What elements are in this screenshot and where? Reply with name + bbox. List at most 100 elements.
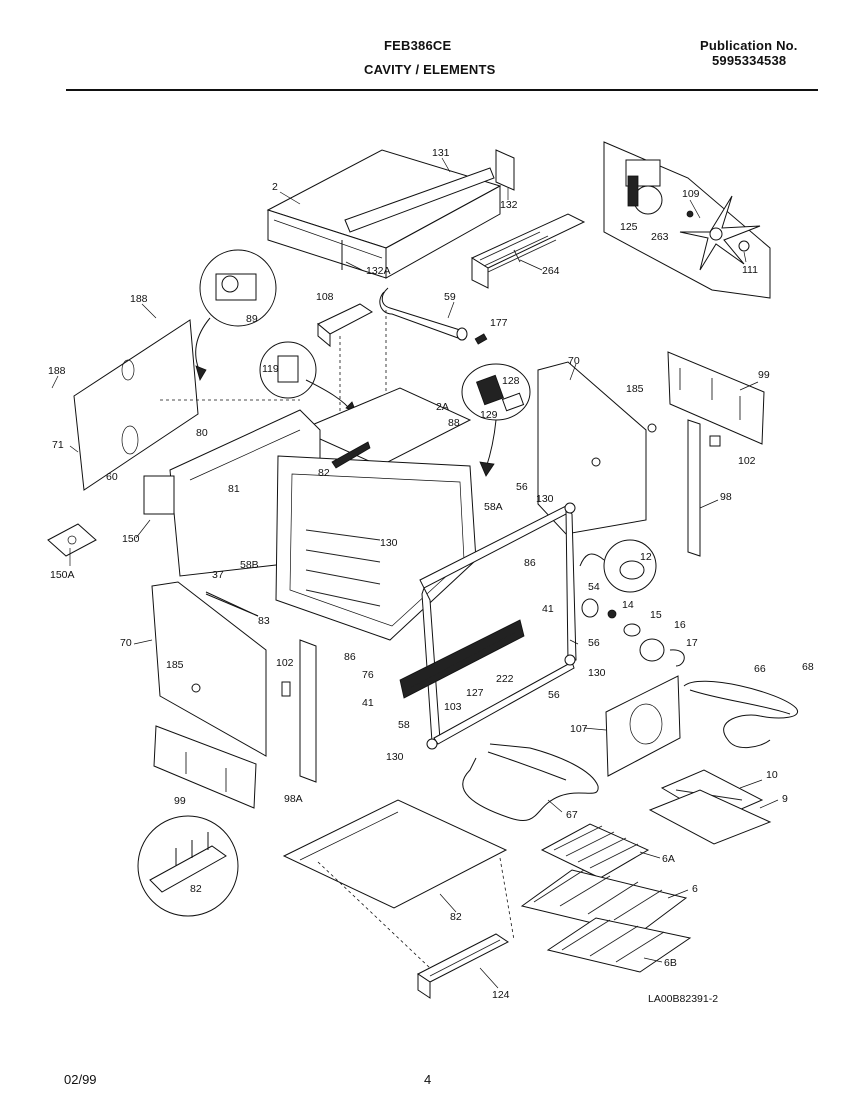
page-number: 4 [424, 1072, 432, 1087]
footer-date: 02/99 [64, 1072, 97, 1087]
label-17: 17 [686, 637, 698, 649]
label-58B: 58B [240, 559, 259, 571]
label-124: 124 [492, 989, 510, 1001]
label-54: 54 [588, 581, 600, 593]
publication-number: 5995334538 [712, 53, 787, 68]
label-58A: 58A [484, 501, 503, 513]
label-6A: 6A [662, 853, 675, 865]
label-130d: 130 [386, 751, 404, 763]
diagram-code: LA00B82391-2 [648, 993, 718, 1005]
label-99b: 99 [174, 795, 186, 807]
label-109: 109 [682, 188, 700, 200]
label-86a: 86 [524, 557, 536, 569]
label-108: 108 [316, 291, 334, 303]
left-side-strip [281, 639, 317, 783]
label-56b: 56 [588, 637, 600, 649]
label-150A: 150A [50, 569, 75, 581]
label-2: 2 [272, 181, 278, 193]
storage-drawer-front [417, 933, 509, 999]
label-81: 81 [228, 483, 240, 495]
label-102a: 102 [738, 455, 756, 467]
door-frame [399, 502, 577, 750]
label-67: 67 [566, 809, 578, 821]
label-177: 177 [490, 317, 508, 329]
bracket-inset [137, 815, 239, 917]
oven-racks [520, 823, 692, 973]
label-222: 222 [496, 673, 514, 685]
misc-brackets [47, 523, 259, 617]
label-37: 37 [212, 569, 224, 581]
fan-cover [605, 675, 681, 777]
label-119: 119 [262, 363, 279, 375]
terminal-block-and-tube [317, 287, 488, 420]
fan-motor [579, 539, 657, 593]
label-41b: 41 [362, 697, 374, 709]
label-71: 71 [52, 439, 64, 451]
label-188a: 188 [130, 293, 148, 305]
label-111: 111 [742, 264, 758, 276]
switch-inset [195, 249, 277, 381]
leader-lines [51, 157, 779, 989]
bake-element [462, 743, 599, 822]
label-16: 16 [674, 619, 686, 631]
label-263: 263 [651, 231, 669, 243]
label-98A: 98A [284, 793, 303, 805]
label-10: 10 [766, 769, 778, 781]
label-14: 14 [622, 599, 634, 611]
vent-grille [470, 213, 586, 289]
label-130a: 130 [536, 493, 554, 505]
top-cover-assembly [266, 149, 515, 279]
label-56a: 56 [516, 481, 528, 493]
convection-fan-inset [603, 141, 771, 299]
section-title: CAVITY / ELEMENTS [364, 62, 496, 77]
element-connector-inset [461, 363, 531, 477]
label-6: 6 [692, 883, 698, 895]
label-70b: 70 [120, 637, 132, 649]
label-89: 89 [246, 313, 258, 325]
label-185b: 185 [166, 659, 184, 671]
oven-bottom [282, 799, 515, 969]
label-127: 127 [466, 687, 484, 699]
label-80a: 80 [196, 427, 208, 439]
label-103: 103 [444, 701, 462, 713]
left-side-panel [73, 319, 300, 491]
label-60: 60 [106, 471, 118, 483]
left-outer-panel [151, 581, 267, 757]
label-9: 9 [782, 793, 788, 805]
publication-label: Publication No. [700, 38, 798, 53]
label-129: 129 [480, 409, 498, 421]
label-82c: 82 [450, 911, 462, 923]
label-132: 132 [500, 199, 518, 211]
right-side-strip [687, 419, 721, 557]
label-102b: 102 [276, 657, 294, 669]
label-41a: 41 [542, 603, 554, 615]
label-130c: 130 [588, 667, 606, 679]
label-132A: 132A [366, 265, 391, 277]
label-6B: 6B [664, 957, 677, 969]
label-264: 264 [542, 265, 560, 277]
broil-pan [648, 769, 772, 845]
label-58: 58 [398, 719, 410, 731]
label-128: 128 [502, 375, 520, 387]
label-130b: 130 [380, 537, 398, 549]
label-82a: 82 [318, 467, 330, 479]
model-number: FEB386CE [384, 38, 452, 53]
callout-labels: 2 131 132 132A 125 263 109 111 264 188 8… [48, 147, 814, 1001]
label-125: 125 [620, 221, 638, 233]
label-68: 68 [802, 661, 814, 673]
lamp-assembly [581, 598, 685, 667]
label-185a: 185 [626, 383, 644, 395]
right-rear-panel [537, 361, 657, 535]
relay-inset [259, 341, 357, 413]
label-66: 66 [754, 663, 766, 675]
label-188b: 188 [48, 365, 66, 377]
label-83: 83 [258, 615, 270, 627]
label-2A: 2A [436, 401, 449, 413]
broil-element [683, 680, 799, 748]
label-82b: 82 [190, 883, 202, 895]
label-12: 12 [640, 551, 652, 563]
label-99a: 99 [758, 369, 770, 381]
left-insulation-board [153, 725, 257, 809]
label-150: 150 [122, 533, 140, 545]
